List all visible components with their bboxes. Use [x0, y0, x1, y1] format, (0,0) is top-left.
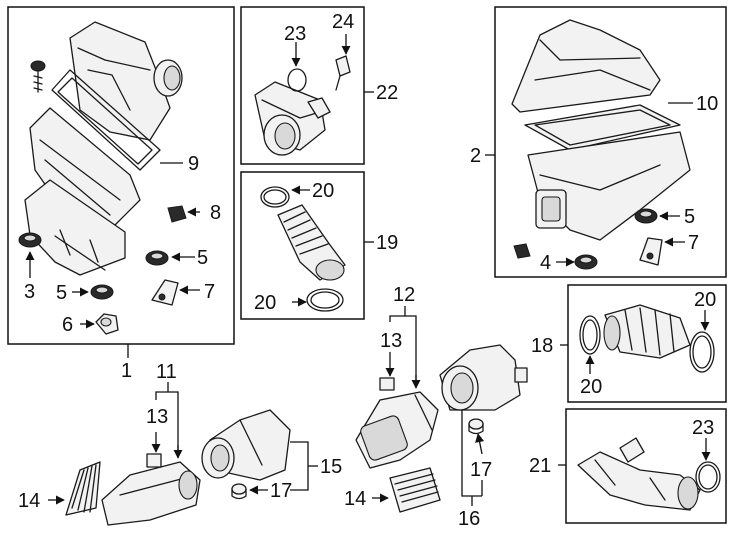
duct-part-16: [439, 344, 528, 411]
grommet-part-17-right: [468, 418, 484, 435]
intake-hose-part-18: [603, 304, 691, 359]
intake-duct-part-15: [201, 409, 291, 481]
clip-part-13-mid: [379, 377, 395, 391]
callout-9: 9: [188, 153, 199, 175]
callout-8: 8: [210, 202, 221, 224]
grommet-part-5-box2: [634, 208, 658, 224]
callout-7: 7: [688, 232, 699, 254]
callout-19: 19: [376, 232, 398, 254]
grommet-part-5-left: [90, 284, 114, 300]
bolt-part-24: [335, 55, 351, 91]
group-box-19: [240, 171, 365, 320]
callout-14: 14: [18, 490, 40, 512]
callout-13: 13: [380, 330, 402, 352]
screw-icon: [30, 60, 46, 93]
bracket-part-7: [151, 279, 179, 306]
group-box-2: [494, 6, 727, 278]
callout-6: 6: [62, 314, 73, 336]
grommet-part-5-right: [145, 250, 169, 266]
leader-lines: [25, 34, 711, 506]
grommet-part-4: [574, 254, 598, 270]
callout-5: 5: [684, 206, 695, 228]
callout-12: 12: [393, 284, 415, 306]
o-ring-part-23: [287, 68, 307, 92]
air-cleaner-assembly-left: [24, 21, 183, 276]
callout-14: 14: [344, 488, 366, 510]
insulator-part-6: [95, 313, 119, 335]
callout-5: 5: [197, 247, 208, 269]
clamp-part-20-box18-left: [579, 315, 601, 355]
mass-air-flow-sensor: [254, 81, 331, 156]
callout-2: 2: [470, 145, 481, 167]
intake-hose-part-19: [277, 204, 346, 281]
group-box-22: [240, 6, 365, 165]
callout-21: 21: [529, 455, 551, 477]
callout-18: 18: [531, 335, 553, 357]
callout-10: 10: [696, 93, 718, 115]
callout-20: 20: [254, 292, 276, 314]
air-duct-part-21: [577, 437, 701, 511]
callout-20: 20: [694, 289, 716, 311]
grille-part-14-left: [65, 461, 101, 516]
clamp-part-20-box18-right: [689, 331, 715, 373]
group-box-1: [7, 6, 235, 345]
resonator-part-11: [101, 461, 201, 526]
callout-numbers: 1 3 5 5 6 7 8 9 22 23 24 19 20 20 2 10 5…: [18, 11, 718, 530]
callout-23: 23: [692, 417, 714, 439]
callout-17: 17: [270, 480, 292, 502]
clip-part-8: [167, 205, 187, 223]
grommet-part-3: [18, 232, 42, 248]
bracket-part-7-box2: [639, 237, 663, 266]
clamp-part-20-bottom: [306, 288, 344, 312]
clip-part-13-left: [146, 453, 162, 468]
callout-23: 23: [284, 23, 306, 45]
clamp-part-20-top: [260, 186, 290, 208]
callout-24: 24: [332, 11, 354, 33]
callout-22: 22: [376, 82, 398, 104]
callout-5: 5: [56, 282, 67, 304]
air-cleaner-assembly-right: [511, 19, 691, 241]
callout-3: 3: [24, 281, 35, 303]
callout-1: 1: [121, 360, 132, 382]
callout-20: 20: [580, 376, 602, 398]
intake-duct-part-12: [355, 391, 439, 469]
clip-part-box2: [513, 243, 531, 259]
callout-20: 20: [312, 180, 334, 202]
callout-17: 17: [470, 459, 492, 481]
callout-16: 16: [458, 508, 480, 530]
grommet-part-17-left: [231, 483, 247, 500]
callout-7: 7: [204, 281, 215, 303]
callout-4: 4: [540, 252, 551, 274]
group-box-18: [567, 284, 727, 403]
o-ring-part-23-box21: [695, 461, 721, 493]
callout-11: 11: [156, 361, 177, 383]
callout-13: 13: [146, 406, 168, 428]
grille-part-14-right: [389, 467, 441, 513]
callout-15: 15: [320, 456, 342, 478]
group-box-21: [565, 408, 727, 524]
